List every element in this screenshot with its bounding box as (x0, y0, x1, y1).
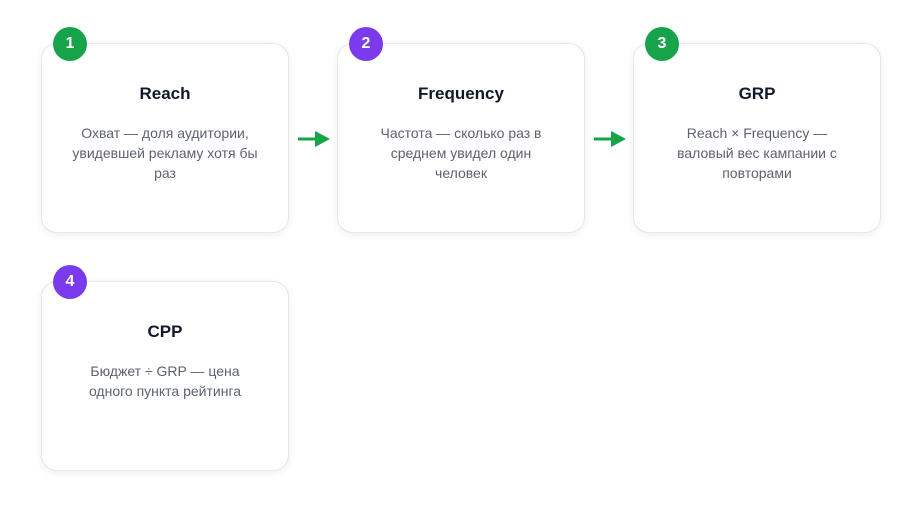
step-title: CPP (147, 322, 183, 341)
step-card-reach: Reach Охват — доля аудитории, увидевшей … (41, 43, 289, 233)
step-title: Frequency (418, 84, 504, 103)
arrow-right-icon (594, 131, 626, 147)
arrow-head (611, 131, 626, 147)
step-number-badge: 1 (53, 27, 87, 61)
step-number-badge: 3 (645, 27, 679, 61)
step-description: Reach × Frequency — валовый вес кампании… (677, 125, 837, 181)
step-card-cpp: CPP Бюджет ÷ GRP — цена одного пункта ре… (41, 281, 289, 471)
step-number-badge: 2 (349, 27, 383, 61)
step-card-frequency: Frequency Частота — сколько раз в средне… (337, 43, 585, 233)
step-description: Бюджет ÷ GRP — цена одного пункта рейтин… (88, 363, 242, 399)
step-description: Частота — сколько раз в среднем увидел о… (380, 125, 542, 181)
step-title: GRP (738, 84, 776, 103)
arrow-right-icon (298, 131, 330, 147)
step-card-grp: GRP Reach × Frequency — валовый вес камп… (633, 43, 881, 233)
step-number-badge: 4 (53, 265, 87, 299)
step-title: Reach (139, 84, 191, 103)
arrow-head (315, 131, 330, 147)
step-description: Охват — доля аудитории, увидевшей реклам… (72, 125, 258, 181)
